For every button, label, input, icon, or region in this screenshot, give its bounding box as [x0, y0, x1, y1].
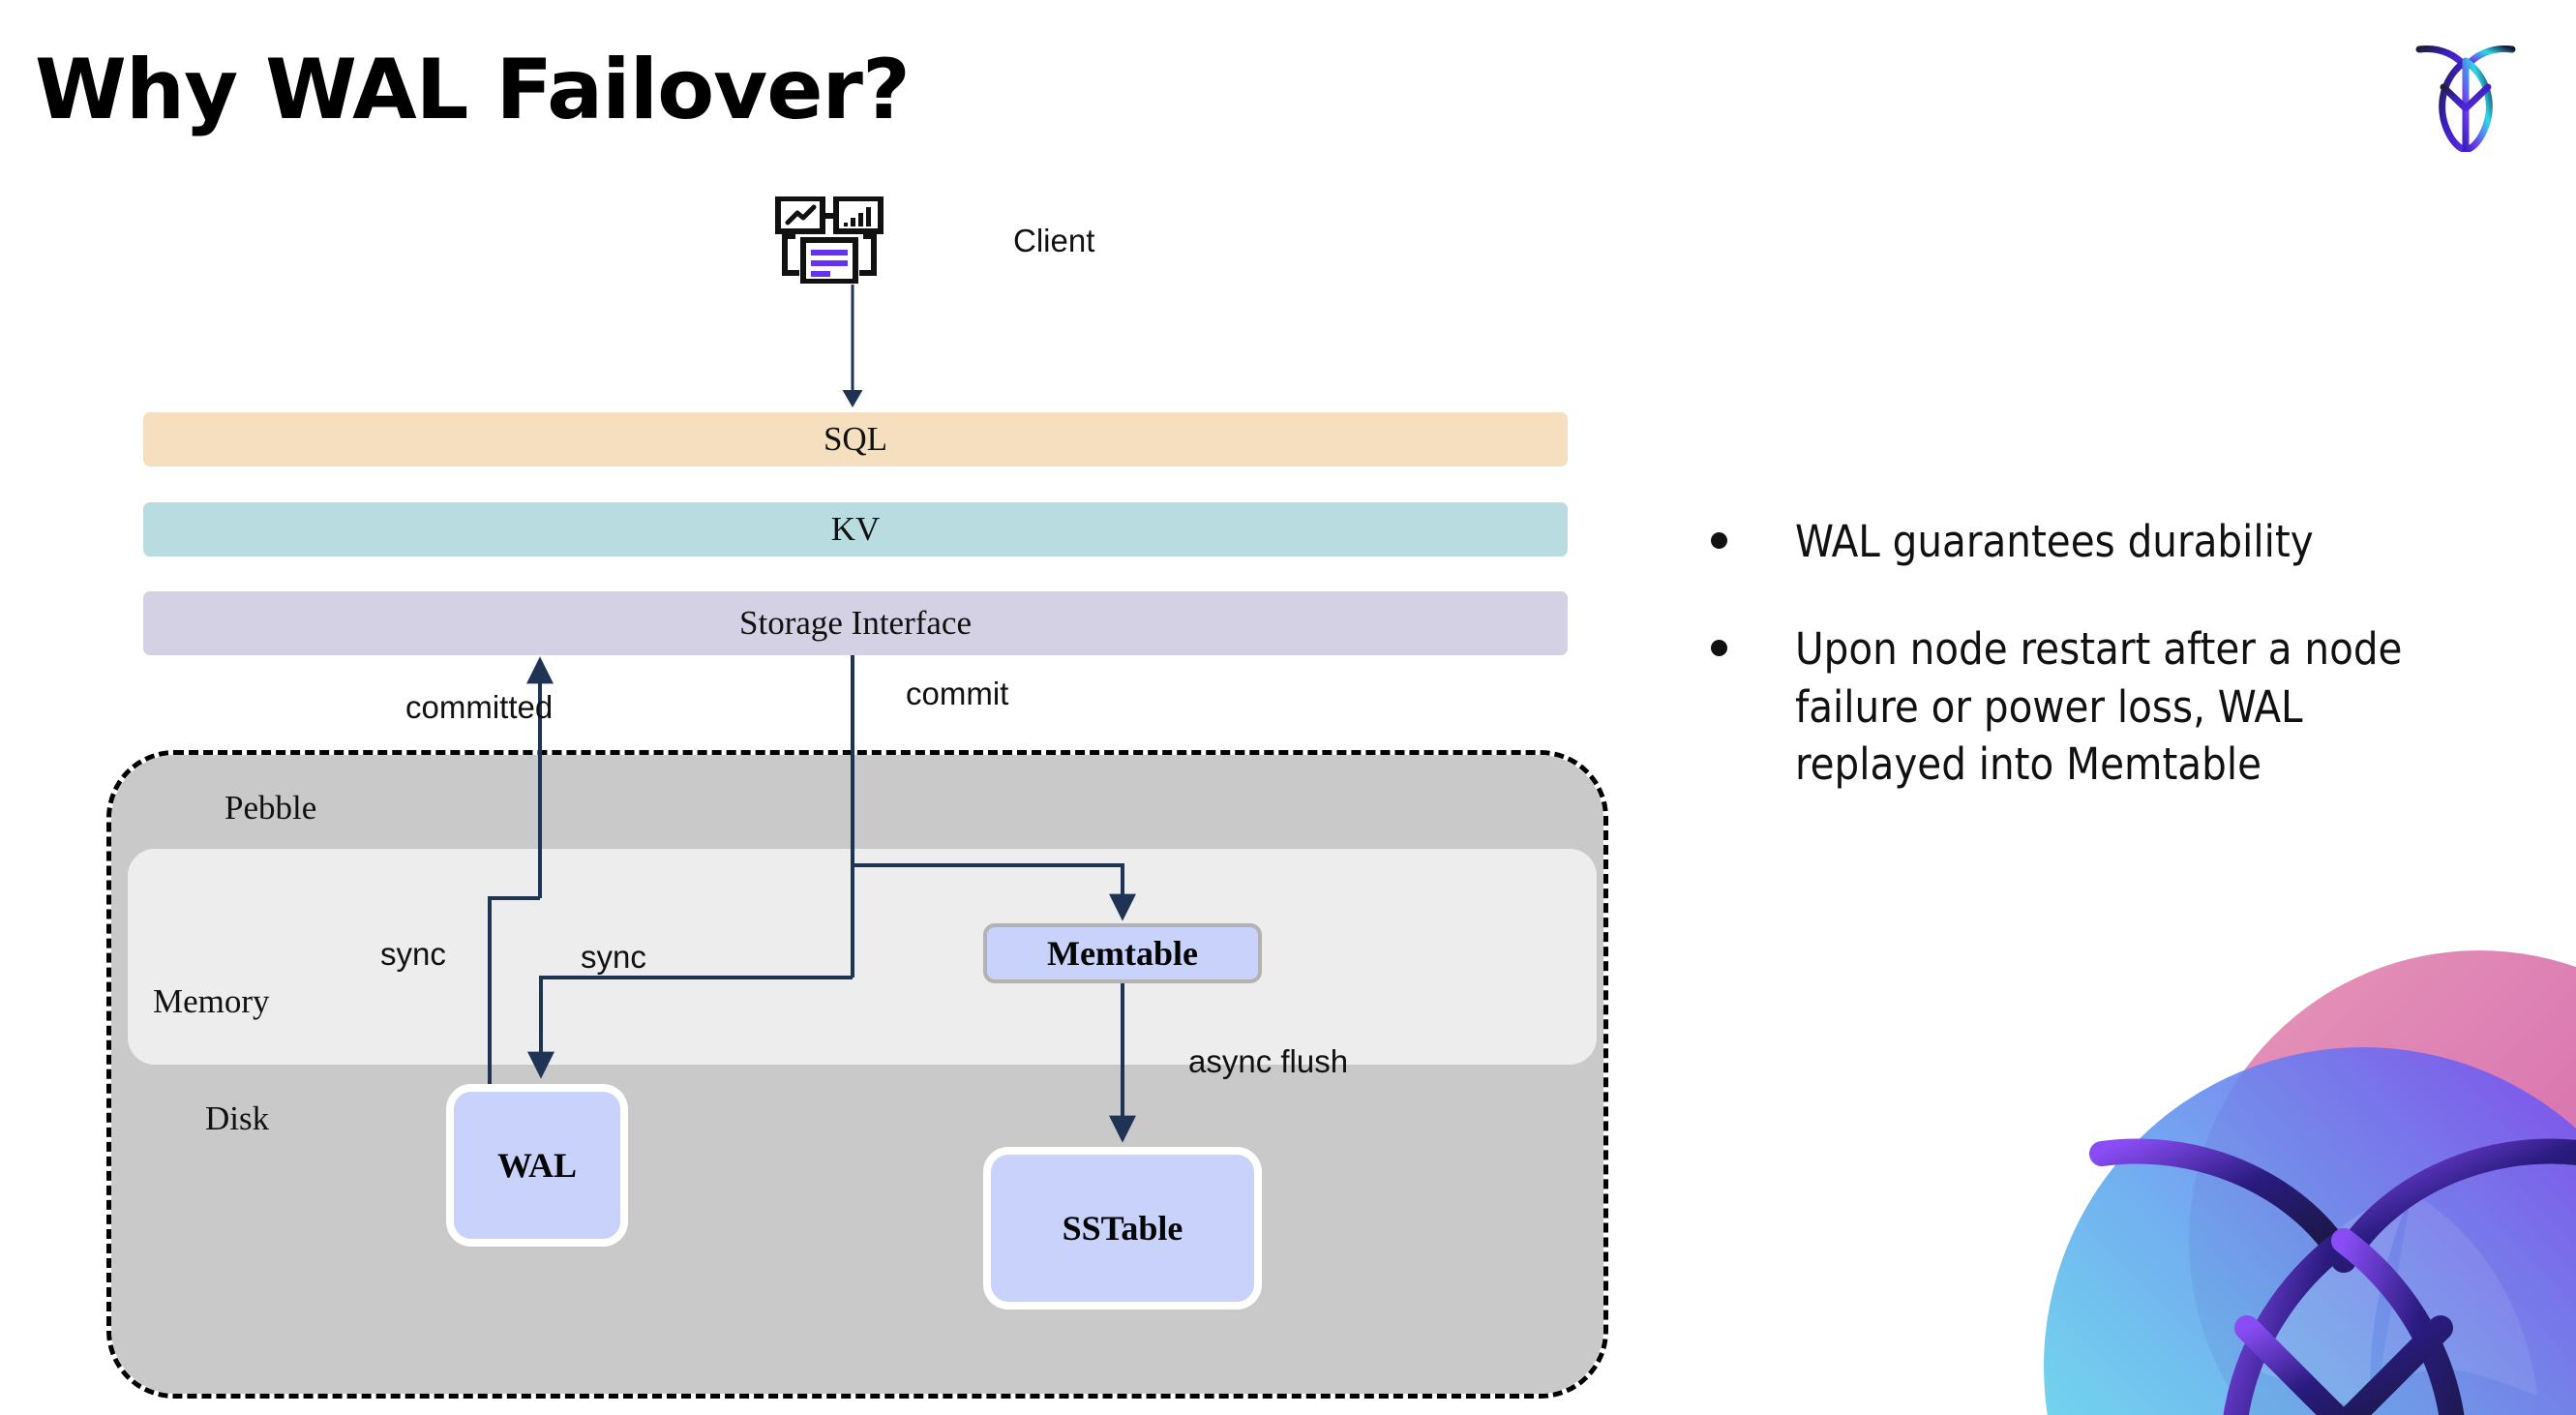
node-wal-label: WAL: [496, 1146, 578, 1185]
node-sstable: SSTable: [983, 1147, 1262, 1310]
edge-label-committed: committed: [405, 689, 554, 725]
node-wal: WAL: [446, 1084, 628, 1247]
disk-label: Disk: [205, 1099, 270, 1137]
list-item-text: WAL guarantees durability: [1795, 516, 2314, 567]
bullet-marker: [1711, 640, 1727, 657]
node-sstable-label: SSTable: [1062, 1209, 1183, 1248]
node-memtable: Memtable: [983, 923, 1262, 983]
list-item-text: Upon node restart after a node failure o…: [1795, 623, 2403, 791]
memory-label: Memory: [153, 982, 270, 1020]
list-item: Upon node restart after a node failure o…: [1689, 620, 2453, 793]
cockroachdb-logo-icon: [2411, 31, 2520, 154]
architecture-diagram: Client SQL KV Storage Interface Pebble M…: [106, 196, 1608, 1399]
page-title: Why WAL Failover?: [35, 42, 911, 138]
client-dashboard-icon: [774, 196, 927, 285]
edge-label-async-flush: async flush: [1188, 1043, 1349, 1079]
edge-label-commit: commit: [906, 676, 1009, 711]
client-label: Client: [1013, 223, 1095, 258]
bullet-marker: [1711, 532, 1727, 549]
layer-kv-label: KV: [830, 510, 881, 548]
memory-region: [128, 849, 1597, 1065]
layer-kv: KV: [143, 502, 1568, 557]
bullet-list: WAL guarantees durability Upon node rest…: [1689, 513, 2453, 794]
pebble-label: Pebble: [225, 789, 317, 827]
edge-label-sync-right: sync: [581, 939, 646, 975]
layer-storage-interface-label: Storage Interface: [739, 604, 972, 642]
pebble-region: [106, 750, 1608, 1399]
layer-sql-label: SQL: [823, 420, 888, 458]
decorative-logo-art: [1957, 912, 2576, 1415]
node-memtable-label: Memtable: [1047, 934, 1198, 973]
layer-storage-interface: Storage Interface: [143, 591, 1568, 655]
list-item: WAL guarantees durability: [1689, 513, 2453, 570]
layer-sql: SQL: [143, 412, 1568, 467]
edge-label-sync-left: sync: [380, 936, 446, 972]
